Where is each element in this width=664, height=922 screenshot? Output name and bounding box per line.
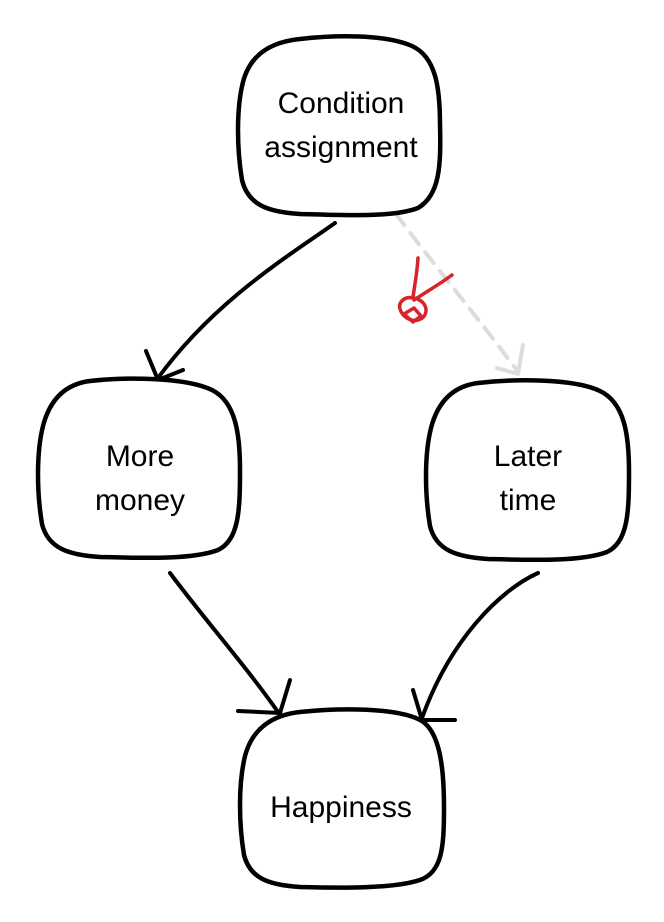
node-more-money: More money [35,376,243,561]
node-label-condition-line2: assignment [264,131,418,164]
node-happiness: Happiness [237,707,447,890]
node-label-happiness: Happiness [270,791,412,824]
edge-condition-to-money [144,221,337,382]
node-label-later-time-line2: time [500,484,557,517]
node-label-more-money-line1: More [106,440,174,473]
node-label-later-time-line1: Later [494,440,562,473]
node-label-more-money-line2: money [95,484,185,517]
node-later-time: Later time [423,378,632,563]
edge-money-to-happiness [168,571,292,715]
node-condition-assignment: Condition assignment [235,34,443,218]
edge-later-to-happiness [411,571,540,722]
node-label-condition-line1: Condition [278,87,405,120]
scissors-icon [397,256,454,324]
edge-condition-to-later-cut [394,212,525,376]
